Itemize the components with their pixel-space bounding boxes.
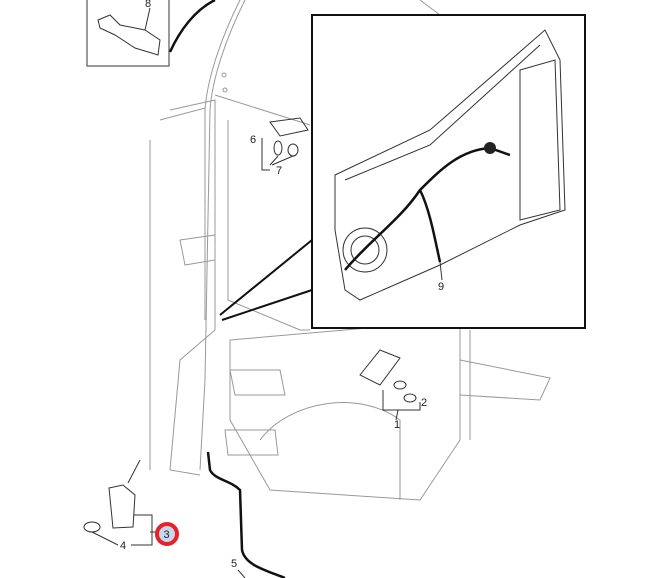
callout-8[interactable]: 8 — [145, 0, 151, 10]
door-detail-inset — [219, 14, 586, 329]
part-6-7-lamp — [261, 117, 309, 171]
callout-9[interactable]: 9 — [438, 281, 444, 293]
callout-6[interactable]: 6 — [250, 134, 256, 146]
part-3-4-lamp — [83, 459, 156, 546]
cable-harness-5 — [206, 451, 286, 578]
callout-5[interactable]: 5 — [231, 558, 237, 570]
callout-2[interactable]: 2 — [421, 397, 427, 409]
part-1-2-lamp — [359, 349, 421, 421]
callout-7[interactable]: 7 — [276, 165, 282, 177]
cab-body-outline — [149, 0, 551, 501]
callout-3-highlighted[interactable]: 3 — [155, 522, 179, 546]
callout-3[interactable]: 3 — [164, 529, 170, 541]
callout-4[interactable]: 4 — [120, 540, 126, 552]
part-8-inset — [86, 0, 216, 67]
callout-1[interactable]: 1 — [394, 419, 400, 431]
